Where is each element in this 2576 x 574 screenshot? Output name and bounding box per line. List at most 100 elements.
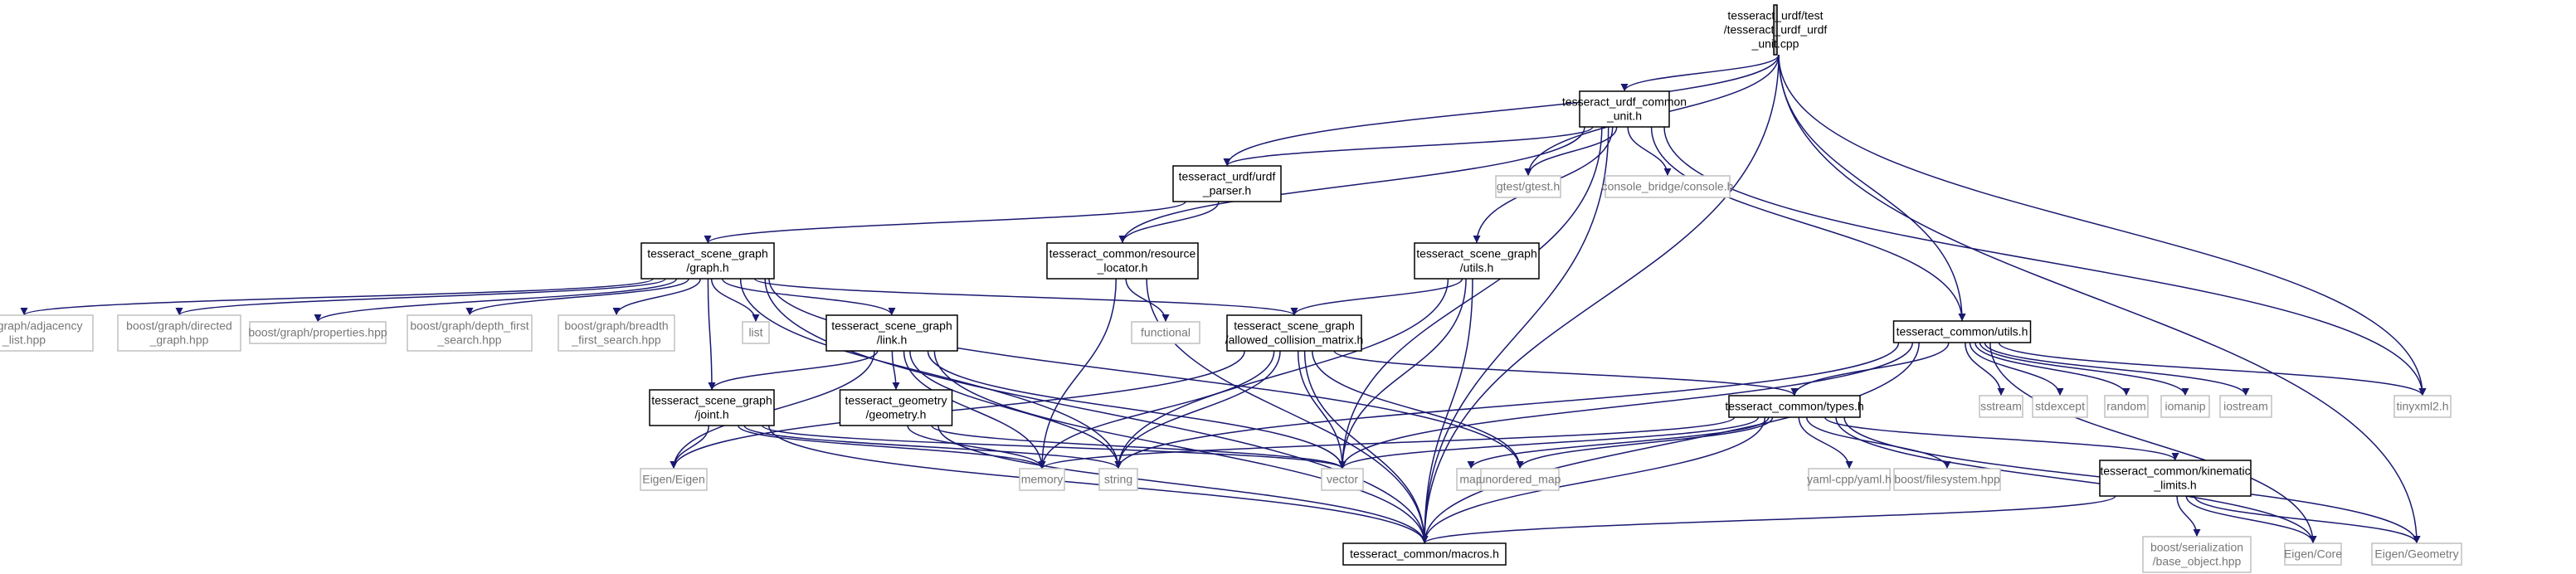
edge-joint-h-to-macros <box>767 425 1429 544</box>
node-label: iomanip <box>2165 400 2205 413</box>
node-label: /joint.h <box>694 408 728 421</box>
edge-link-h-to-string <box>909 350 1122 469</box>
edge-graph-h-to-adjacency <box>20 278 654 316</box>
node-sg-utils[interactable]: tesseract_scene_graph/utils.h <box>1414 242 1540 280</box>
edge-root-to-tinyxml2 <box>1778 54 2427 396</box>
node-box <box>640 468 708 491</box>
edge-joint-h-to-memory <box>738 425 1046 469</box>
node-label: tesseract_common/resource <box>1049 247 1196 260</box>
node-box <box>825 314 958 352</box>
node-label: _search.hpp <box>436 333 501 347</box>
edge-common-utils-to-macros <box>1420 342 1920 544</box>
edge-common-utils-to-iomanip <box>1979 342 2189 396</box>
node-label: tesseract_geometry <box>845 394 947 407</box>
edge-acm-to-unordered-map <box>1312 350 1524 469</box>
node-yaml: yaml-cpp/yaml.h <box>1807 468 1892 491</box>
edge-common-utils-to-vector <box>1338 342 1913 469</box>
node-label: _list.hpp <box>2 333 46 347</box>
node-label: boost/graph/adjacency <box>0 319 82 333</box>
node-box <box>1226 314 1362 352</box>
edge-types-h-to-macros <box>1420 416 1766 544</box>
node-box <box>1172 165 1282 202</box>
edge-common-unit-to-common-utils <box>1650 126 1966 322</box>
node-macros[interactable]: tesseract_common/macros.h <box>1342 542 1507 566</box>
node-memory: memory <box>1019 468 1065 491</box>
node-label: /geometry.h <box>866 408 927 421</box>
edge-urdf-parser-to-graph-h <box>704 201 1186 244</box>
edge-types-h-to-memory <box>1038 416 1736 469</box>
edge-link-h-to-vector <box>927 350 1346 469</box>
node-label: Eigen/Eigen <box>642 473 705 486</box>
edge-resource-locator-to-memory <box>1038 278 1117 469</box>
node-label: tesseract_common/kinematic <box>2100 465 2250 478</box>
node-stdexcept: stdexcept <box>2032 395 2088 418</box>
node-label: yaml-cpp/yaml.h <box>1807 473 1892 486</box>
edge-types-h-to-unordered-map <box>1516 416 1774 469</box>
edge-kinematic-limits-to-macros <box>1420 495 2116 544</box>
node-unordered-map: unordered_map <box>1479 468 1561 491</box>
edge-graph-h-to-link-h <box>722 278 896 316</box>
edge-joint-h-to-string <box>743 425 1122 469</box>
edge-common-unit-to-console <box>1627 126 1672 177</box>
node-label: map <box>1459 473 1482 486</box>
edge-types-h-to-yaml <box>1798 416 1853 469</box>
edge-root-to-common-unit <box>1620 54 1780 92</box>
node-label: Eigen/Core <box>2284 547 2342 561</box>
node-label: gtest/gtest.h <box>1497 180 1560 193</box>
node-box <box>1131 321 1200 344</box>
node-geometry-h[interactable]: tesseract_geometry/geometry.h <box>839 389 953 426</box>
node-acm[interactable]: tesseract_scene_graph/allowed_collision_… <box>1225 314 1364 352</box>
edge-geometry-h-to-memory <box>907 425 1046 469</box>
node-label: sstream <box>1980 400 2022 413</box>
edge-common-utils-to-random <box>1975 342 2130 396</box>
node-label: /base_object.hpp <box>2153 555 2242 568</box>
node-adjacency: boost/graph/adjacency_list.hpp <box>0 314 94 352</box>
node-dfs: boost/graph/depth_first_search.hpp <box>407 314 533 352</box>
node-label: Eigen/Geometry <box>2374 547 2458 561</box>
node-graph-h[interactable]: tesseract_scene_graph/graph.h <box>640 242 775 280</box>
node-label: _parser.h <box>1202 184 1251 197</box>
edge-types-h-to-eigen-core <box>1835 416 2317 544</box>
node-properties: boost/graph/properties.hpp <box>248 321 387 344</box>
node-joint-h[interactable]: tesseract_scene_graph/joint.h <box>649 389 775 426</box>
node-box <box>640 242 775 280</box>
node-box <box>1773 4 1778 56</box>
edge-root-to-eigen-geometry <box>1778 54 2421 544</box>
node-common-utils[interactable]: tesseract_common/utils.h <box>1892 320 2032 343</box>
edge-acm-to-eigen-eigen <box>670 350 1245 469</box>
node-label: boost/serialization <box>2150 541 2243 554</box>
edge-graph-h-to-properties <box>314 278 678 323</box>
edge-root-to-urdf-parser <box>1223 54 1780 167</box>
edge-common-unit-to-resource-locator <box>1118 126 1585 244</box>
node-box <box>1321 468 1364 491</box>
edge-acm-to-string <box>1114 350 1281 469</box>
node-link-h[interactable]: tesseract_scene_graph/link.h <box>825 314 958 352</box>
edge-layer <box>20 54 2427 544</box>
node-label: stdexcept <box>2035 400 2085 413</box>
node-box <box>1495 175 1561 198</box>
edge-joint-h-to-vector <box>762 425 1346 469</box>
edge-graph-h-to-directed <box>175 278 666 316</box>
node-label: random <box>2106 400 2145 413</box>
edge-acm-to-vector <box>1297 350 1346 469</box>
node-kinematic-limits[interactable]: tesseract_common/kinematic_limits.h <box>2099 460 2252 497</box>
edge-common-utils-to-iostream <box>1984 342 2250 396</box>
node-root[interactable]: tesseract_urdf/test/tesseract_urdf_urdf_… <box>1724 4 1828 56</box>
node-box <box>0 314 94 352</box>
edge-graph-h-to-unordered-map <box>768 278 1524 469</box>
node-resource-locator[interactable]: tesseract_common/resource_locator.h <box>1046 242 1199 280</box>
node-box <box>2142 536 2252 573</box>
node-label: console_bridge/console.h <box>1602 180 1734 193</box>
node-types-h[interactable]: tesseract_common/types.h <box>1725 395 1864 418</box>
edge-kinematic-limits-to-eigen-core <box>2185 495 2317 544</box>
edge-types-h-to-map <box>1467 416 1770 469</box>
node-functional: functional <box>1131 321 1200 344</box>
node-urdf-parser[interactable]: tesseract_urdf/urdf_parser.h <box>1172 165 1282 202</box>
edge-link-h-to-joint-h <box>708 350 879 391</box>
node-box <box>2219 395 2272 418</box>
node-common-unit[interactable]: tesseract_urdf_common_unit.h <box>1562 90 1687 128</box>
edge-types-h-to-vector <box>1338 416 1760 469</box>
node-filesystem: boost/filesystem.hpp <box>1893 468 2001 491</box>
node-box <box>558 314 675 352</box>
node-box <box>649 389 775 426</box>
